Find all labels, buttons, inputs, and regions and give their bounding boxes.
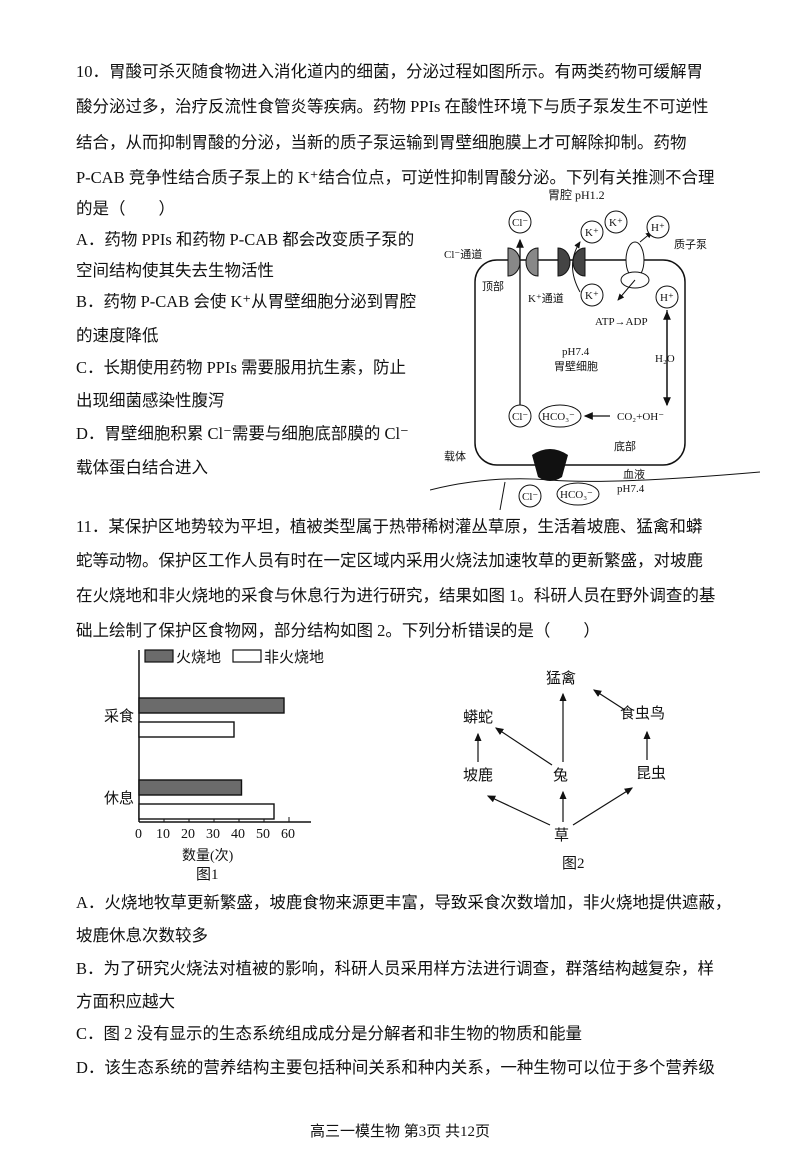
figure2-caption: 图2: [562, 855, 585, 872]
bar-火烧地-休息: [138, 779, 243, 796]
svg-text:Cl⁻通道: Cl⁻通道: [444, 247, 482, 261]
bar-非火烧地-采食: [138, 721, 235, 738]
option-a-cont: 空间结构使其失去生物活性: [76, 261, 274, 280]
option-c: C．长期使用药物 PPIs 需要服用抗生素，防止: [76, 358, 407, 377]
option-d-cont: 载体蛋白结合进入: [76, 458, 208, 477]
q10-line: 结合，从而抑制胃酸的分泌，当新的质子泵运输到胃壁细胞膜上才可解除抑制。药物: [76, 133, 687, 152]
svg-text:Cl⁻: Cl⁻: [522, 491, 538, 503]
svg-text:胃壁细胞: 胃壁细胞: [554, 359, 598, 373]
svg-text:顶部: 顶部: [482, 279, 504, 293]
x-tick-label: 10: [156, 827, 170, 842]
svg-text:pH7.4: pH7.4: [562, 346, 590, 358]
q10-line: 酸分泌过多，治疗反流性食管炎等疾病。药物 PPIs 在酸性环境下与质子泵发生不可…: [76, 97, 709, 116]
option-d: D．该生态系统的营养结构主要包括种间关系和种内关系，一种生物可以位于多个营养级: [76, 1058, 715, 1077]
node-grass: 草: [554, 827, 569, 844]
option-c-cont: 出现细菌感染性腹泻: [76, 391, 225, 410]
legend-swatch: [232, 649, 262, 663]
x-tick-label: 40: [231, 827, 245, 842]
option-a-cont: 坡鹿休息次数较多: [76, 926, 208, 945]
q10-line: 10．胃酸可杀灭随食物进入消化道内的细菌，分泌过程如图所示。有两类药物可缓解胃: [76, 62, 703, 81]
figure2-food-web: 猛禽 蟒蛇 食虫鸟 坡鹿 兔 昆虫 草 图2: [463, 670, 666, 872]
node-rabbit: 兔: [553, 767, 568, 784]
x-tick-label: 50: [256, 827, 270, 842]
option-b-cont: 的速度降低: [76, 326, 159, 345]
q10-line: P-CAB 竞争性结合质子泵上的 K⁺结合位点，可逆性抑制胃酸分泌。下列有关推测…: [76, 168, 715, 187]
svg-text:K⁺通道: K⁺通道: [528, 291, 564, 305]
category-label: 休息: [104, 790, 134, 807]
figure1-caption: 图1: [196, 866, 219, 883]
svg-text:血液: 血液: [623, 467, 645, 481]
q11-line: 蛇等动物。保护区工作人员有时在一定区域内采用火烧法加速牧草的更新繁盛，对坡鹿: [76, 551, 703, 570]
carrier-protein: [532, 449, 568, 481]
svg-text:Cl⁻: Cl⁻: [512, 217, 528, 229]
q10-line: 的是（ ）: [76, 199, 175, 218]
x-axis-label: 数量(次): [182, 848, 234, 864]
svg-text:质子泵: 质子泵: [674, 238, 707, 251]
svg-text:底部: 底部: [614, 439, 636, 453]
x-tick-label: 0: [135, 827, 142, 842]
bar-非火烧地-休息: [138, 803, 275, 820]
node-python: 蟒蛇: [463, 709, 493, 726]
legend-swatch: [144, 649, 174, 663]
bar-火烧地-采食: [138, 697, 285, 714]
page-footer: 高三一模生物 第3页 共12页: [309, 1124, 490, 1140]
category-label: 采食: [104, 708, 134, 725]
stomach-label: 胃腔 pH1.2: [548, 187, 605, 202]
legend-label: 火烧地: [176, 649, 221, 666]
svg-text:HCO₃⁻: HCO₃⁻: [542, 411, 575, 423]
svg-text:Cl⁻: Cl⁻: [512, 411, 528, 423]
node-deer: 坡鹿: [463, 767, 493, 784]
svg-text:H⁺: H⁺: [660, 292, 674, 304]
option-d: D．胃壁细胞积累 Cl⁻需要与细胞底部膜的 Cl⁻: [76, 424, 409, 443]
option-a: A．火烧地牧草更新繁盛，坡鹿食物来源更丰富，导致采食次数增加，非火烧地提供遮蔽，: [76, 893, 732, 912]
x-tick-label: 60: [281, 827, 295, 842]
q11-line: 础上绘制了保护区食物网，部分结构如图 2。下列分析错误的是（ ）: [76, 621, 600, 640]
svg-text:载体: 载体: [444, 449, 466, 463]
gastric-cell-diagram: 胃腔 pH1.2 Cl⁻ K⁺ K⁺ H⁺ K⁺ H⁺ Cl⁻ HCO₃⁻ Cl…: [430, 187, 760, 510]
option-b: B．药物 P-CAB 会使 K⁺从胃壁细胞分泌到胃腔: [76, 292, 417, 311]
node-raptor: 猛禽: [546, 670, 576, 687]
svg-text:H₂O: H₂O: [655, 353, 675, 365]
option-c: C．图 2 没有显示的生态系统组成成分是分解者和非生物的物质和能量: [76, 1024, 583, 1043]
svg-text:K⁺: K⁺: [585, 290, 599, 302]
option-a: A．药物 PPIs 和药物 P-CAB 都会改变质子泵的: [76, 230, 415, 249]
option-b: B．为了研究火烧法对植被的影响，科研人员采用样方法进行调查，群落结构越复杂，样: [76, 959, 715, 978]
svg-text:HCO₃⁻: HCO₃⁻: [560, 489, 593, 501]
x-tick-label: 20: [181, 827, 195, 842]
svg-text:pH7.4: pH7.4: [617, 483, 645, 495]
svg-text:K⁺: K⁺: [609, 217, 623, 229]
svg-text:ATP→ADP: ATP→ADP: [595, 316, 648, 328]
x-tick-label: 30: [206, 827, 220, 842]
node-insectivorous-bird: 食虫鸟: [620, 705, 665, 722]
legend-label: 非火烧地: [264, 649, 324, 666]
svg-text:H⁺: H⁺: [651, 222, 665, 234]
q11-line: 11．某保护区地势较为平坦，植被类型属于热带稀树灌丛草原，生活着坡鹿、猛禽和蟒: [76, 517, 703, 536]
svg-text:CO₂+OH⁻: CO₂+OH⁻: [617, 411, 664, 423]
node-insect: 昆虫: [636, 765, 666, 782]
q11-line: 在火烧地和非火烧地的采食与休息行为进行研究，结果如图 1。科研人员在野外调查的基: [76, 586, 716, 605]
svg-text:K⁺: K⁺: [585, 227, 599, 239]
option-b-cont: 方面积应越大: [76, 992, 175, 1011]
